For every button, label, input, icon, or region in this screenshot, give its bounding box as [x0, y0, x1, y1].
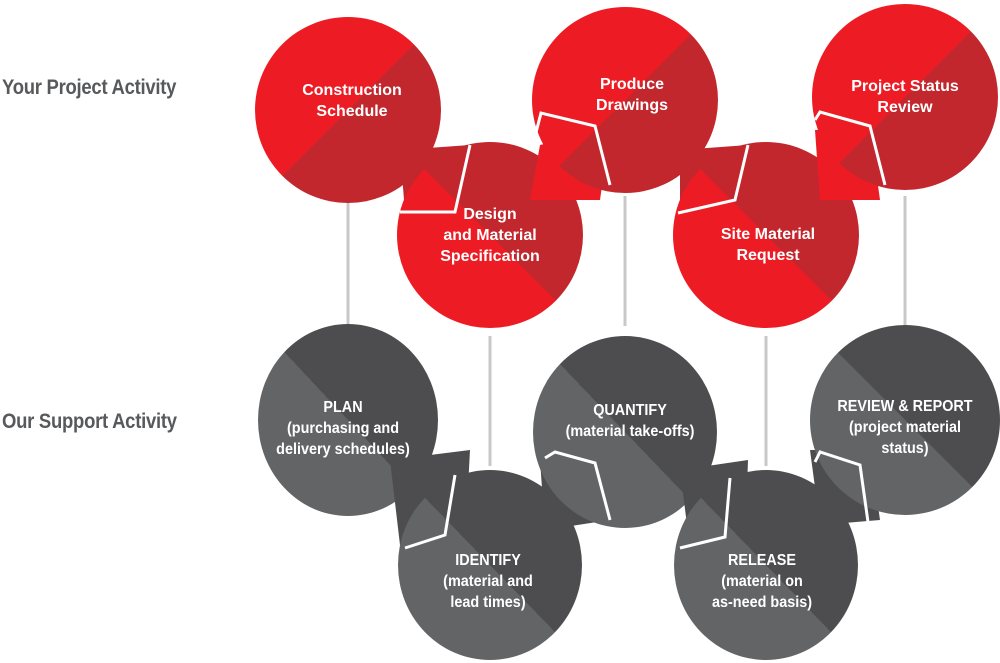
- row-label-project-activity: Your Project Activity: [2, 76, 177, 99]
- support-node-2-label: IDENTIFY (material and lead times): [443, 552, 533, 611]
- project-node-1: [255, 17, 441, 203]
- project-node-1-label: Construction Schedule: [302, 82, 402, 120]
- support-node-5: [810, 325, 1000, 515]
- row-label-support-activity: Our Support Activity: [2, 410, 177, 433]
- support-node-3: [533, 336, 717, 528]
- support-node-2: [398, 470, 582, 660]
- project-node-2-label: Design and Material Specification: [440, 206, 540, 265]
- support-node-4: [674, 470, 858, 660]
- project-node-4: [673, 142, 859, 328]
- project-node-3-label: Produce Drawings: [595, 76, 668, 114]
- project-node-5-label: Project Status Review: [851, 78, 959, 116]
- connector-lines: [346, 196, 907, 466]
- project-activity-chain: [255, 4, 998, 328]
- support-node-5-label: REVIEW & REPORT (project material status…: [837, 398, 973, 457]
- project-node-3: [532, 7, 718, 193]
- project-node-5: [812, 4, 998, 190]
- support-node-1-label: PLAN (purchasing and delivery schedules): [276, 399, 410, 458]
- support-activity-chain: [258, 324, 1000, 660]
- support-node-3-label: QUANTIFY (material take-offs): [565, 402, 695, 440]
- support-node-4-label: RELEASE (material on as-need basis): [711, 552, 813, 611]
- project-node-4-label: Site Material Request: [720, 226, 816, 264]
